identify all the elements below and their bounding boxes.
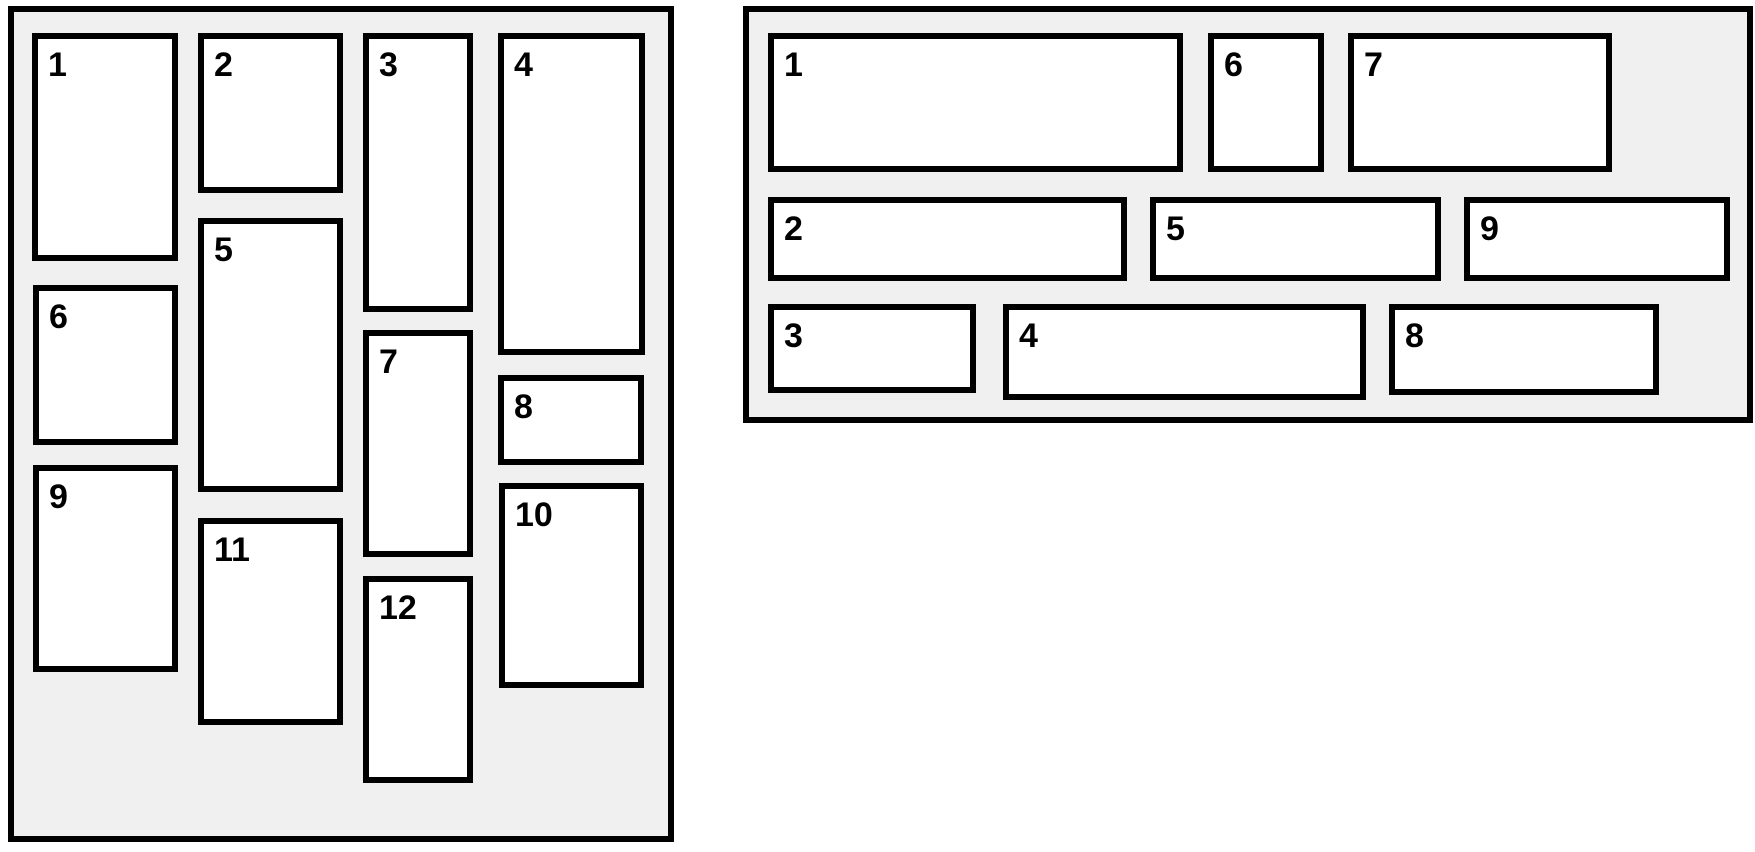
rows-box-9: 9 <box>1464 197 1730 281</box>
rows-box-1: 1 <box>768 33 1183 172</box>
rows-box-8: 8 <box>1389 304 1659 395</box>
rows-box-3: 3 <box>768 304 976 393</box>
rows-box-6: 6 <box>1208 33 1324 172</box>
rows-box-7: 7 <box>1348 33 1612 172</box>
masonry-box-4: 4 <box>498 33 645 355</box>
masonry-box-10: 10 <box>499 483 644 688</box>
masonry-box-6: 6 <box>33 285 178 445</box>
masonry-box-12: 12 <box>363 576 473 783</box>
masonry-box-8: 8 <box>498 375 644 465</box>
masonry-box-9: 9 <box>33 465 178 672</box>
masonry-box-2: 2 <box>198 33 343 193</box>
rows-box-2: 2 <box>768 197 1127 281</box>
masonry-box-1: 1 <box>32 33 178 261</box>
masonry-box-11: 11 <box>198 518 343 725</box>
masonry-box-3: 3 <box>363 33 473 312</box>
masonry-box-5: 5 <box>198 218 343 492</box>
rows-box-4: 4 <box>1003 304 1366 400</box>
rows-box-5: 5 <box>1150 197 1441 281</box>
masonry-box-7: 7 <box>363 330 473 557</box>
